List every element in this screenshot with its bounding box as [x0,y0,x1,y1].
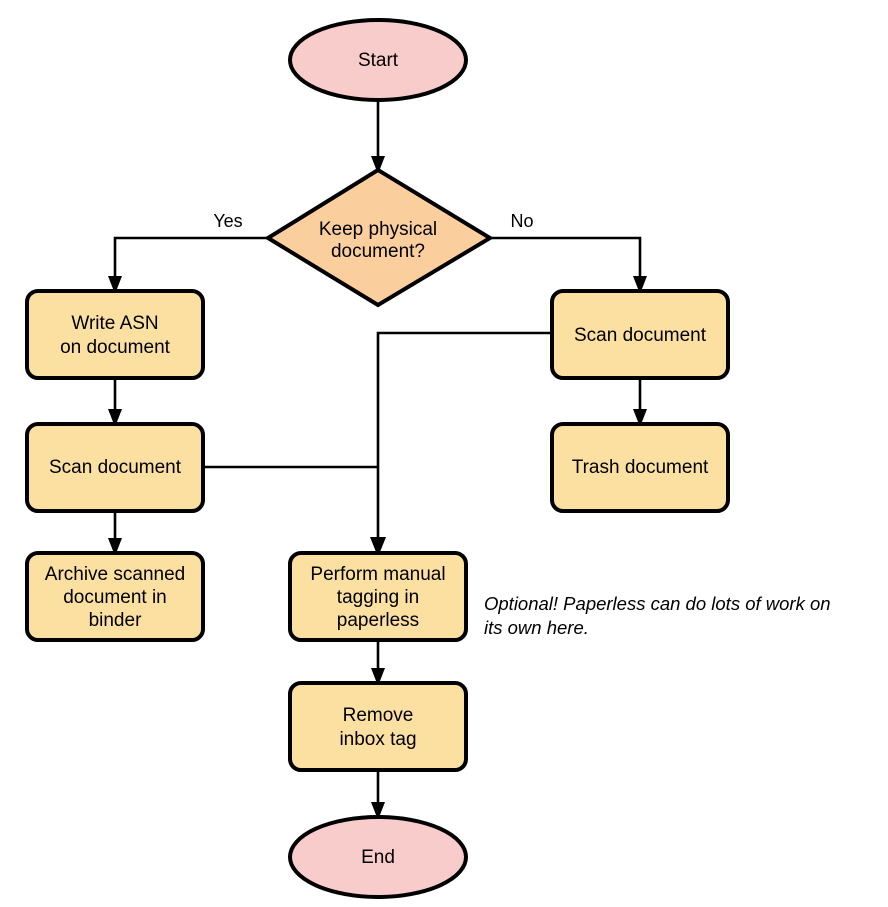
node-archive-scanned-document[interactable]: Archive scanned document in binder [25,551,205,642]
decision-diamond-shape [264,167,494,308]
edge-write-asn-to-scan-left [108,378,122,427]
node-write-asn-on-document[interactable]: Write ASN on document [25,289,205,380]
edge-label-yes: Yes [213,211,242,231]
scan-right-box-shape [550,289,730,380]
note-optional-line1: Optional! Paperless can do lots of work … [484,593,831,614]
trash-box-shape [550,422,730,513]
node-start[interactable]: Start [288,18,468,102]
decision-label-line2: document? [331,241,425,262]
node-trash-document[interactable]: Trash document [550,422,730,513]
node-decision-keep-physical-document[interactable]: Keep physical document? [264,167,494,308]
scan-left-box-shape [25,422,205,513]
start-label: Start [358,50,399,71]
archive-label-line1: Archive scanned [45,564,185,585]
manual-tagging-box-shape [288,551,468,642]
edge-start-to-decision [371,100,385,174]
edge-scan-right-to-manual-tagging [370,331,552,557]
edge-scan-left-to-archive [108,511,122,556]
edge-remove-inbox-to-end [371,770,385,820]
decision-label-line1: Keep physical [319,219,437,240]
node-end[interactable]: End [288,815,468,899]
node-perform-manual-tagging[interactable]: Perform manual tagging in paperless [288,551,468,642]
end-ellipse-shape [288,815,468,899]
write-asn-label-line1: Write ASN [71,313,158,334]
write-asn-box-shape [25,289,205,380]
trash-label: Trash document [572,457,709,478]
note-optional-line2: its own here. [484,617,589,638]
end-label: End [361,847,395,868]
note-optional-paperless: Optional! Paperless can do lots of work … [484,593,831,638]
edge-decision-yes-to-write-asn [108,236,268,294]
node-remove-inbox-tag[interactable]: Remove inbox tag [288,681,468,772]
remove-inbox-label-line2: inbox tag [339,729,416,750]
edge-manual-tagging-to-remove-inbox [371,640,385,686]
node-scan-document-right[interactable]: Scan document [550,289,730,380]
start-ellipse-shape [288,18,468,102]
remove-inbox-box-shape [288,681,468,772]
scan-left-label: Scan document [49,457,182,478]
write-asn-label-line2: on document [60,337,171,358]
edge-label-no: No [510,211,533,231]
scan-right-label: Scan document [574,325,707,346]
manual-tagging-label-line1: Perform manual [310,564,445,585]
archive-label-line3: binder [89,610,142,631]
archive-label-line2: document in [63,587,167,608]
manual-tagging-label-line2: tagging in [337,587,419,608]
edge-scan-right-to-trash [633,378,647,427]
manual-tagging-label-line3: paperless [337,610,419,631]
archive-box-shape [25,551,205,642]
node-scan-document-left[interactable]: Scan document [25,422,205,513]
edge-decision-no-to-scan-right [490,236,647,294]
remove-inbox-label-line1: Remove [343,705,414,726]
